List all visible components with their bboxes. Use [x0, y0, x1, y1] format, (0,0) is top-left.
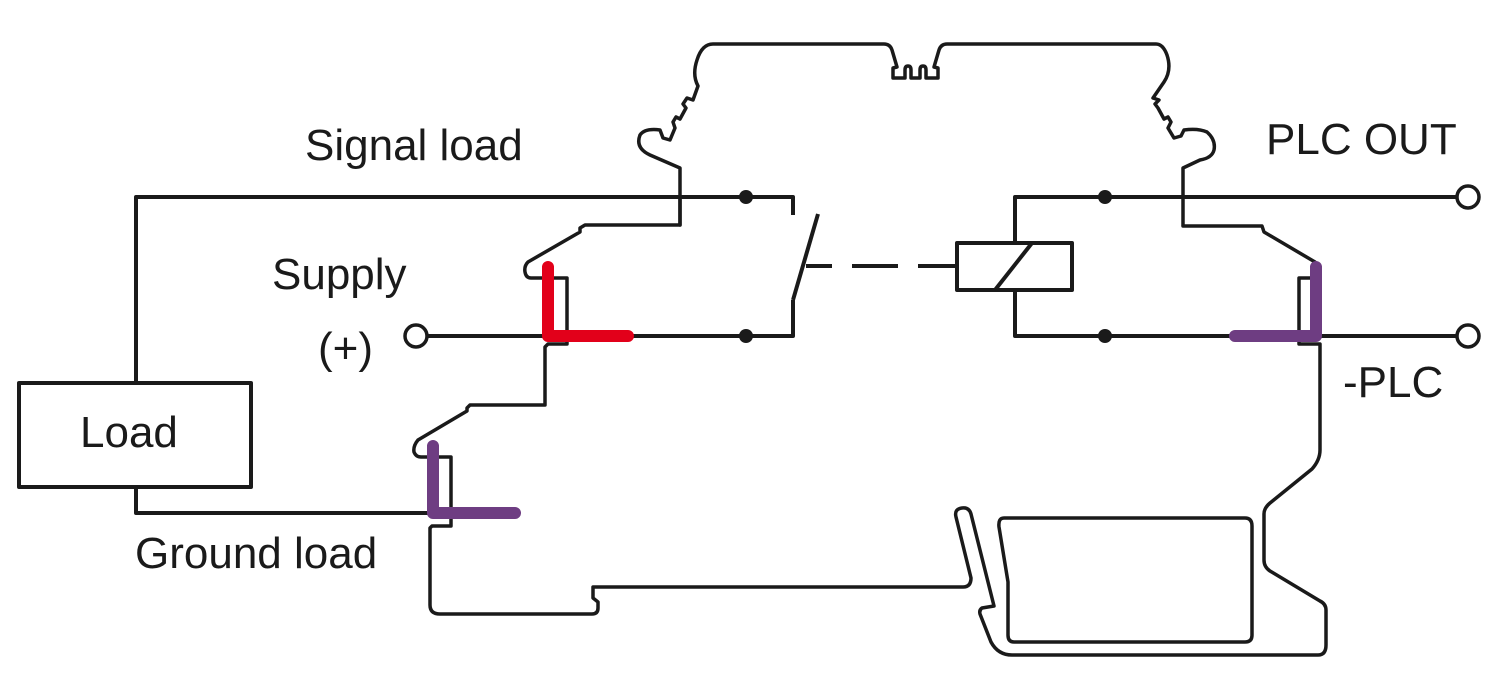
signal-load-wire	[134, 195, 795, 383]
label-plc-out: PLC OUT	[1266, 115, 1457, 164]
label-supply-polarity: (+)	[318, 324, 373, 373]
label-minus-plc: -PLC	[1343, 358, 1443, 407]
housing-left-contact	[412, 194, 1328, 657]
junction-dot	[739, 190, 753, 204]
label-signal-load: Signal load	[305, 121, 523, 170]
ground-jumper	[427, 440, 521, 519]
coil-diagonal	[993, 241, 1034, 292]
housing-window	[997, 516, 1254, 644]
minus-plc-wire	[1013, 290, 1457, 338]
terminal-housing	[412, 42, 1328, 657]
housing-top-left	[637, 42, 1217, 227]
plc-out-wire	[1013, 195, 1457, 243]
switch-blade	[791, 213, 820, 301]
junction-dot	[739, 329, 753, 343]
minus-plc-terminal	[1455, 323, 1481, 349]
label-supply: Supply	[272, 250, 407, 299]
ground-load-wire	[134, 487, 432, 515]
label-ground-load: Ground load	[135, 529, 377, 578]
supply-jumper	[542, 261, 634, 342]
plc-jumper	[1229, 261, 1322, 342]
supply-terminal	[403, 323, 429, 349]
junction-dot	[1098, 329, 1112, 343]
plc-out-terminal	[1455, 184, 1481, 210]
junction-dot	[1098, 190, 1112, 204]
label-load: Load	[80, 408, 178, 457]
